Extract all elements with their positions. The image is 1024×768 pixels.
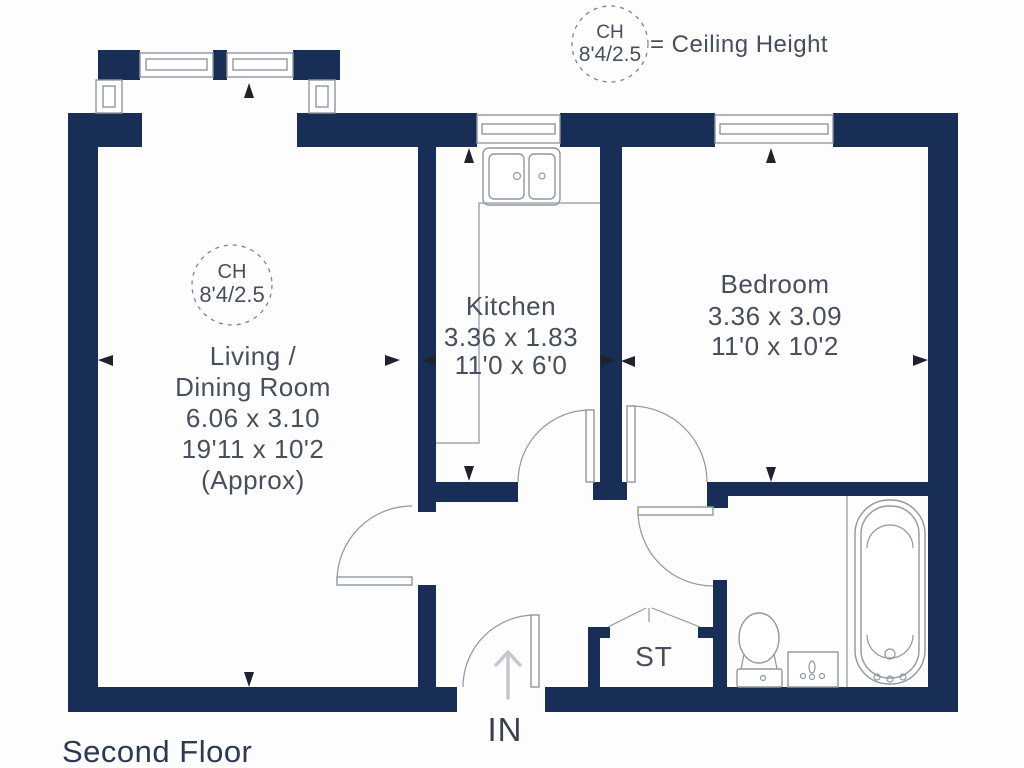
bathroom-sink — [787, 651, 839, 688]
living-dim-imperial: 19'11 x 10'2 — [182, 434, 325, 464]
living-name-line2: Dining Room — [175, 372, 331, 402]
kitchen-counter — [436, 202, 600, 444]
kitchen-door — [517, 409, 595, 483]
wall-st-left — [588, 627, 600, 687]
legend-label: = Ceiling Height — [650, 31, 828, 58]
dim-arrow-right-living — [385, 355, 400, 366]
bay-window-left — [139, 52, 214, 78]
wall-living-hall-stub — [418, 502, 436, 512]
dim-arrow-up-living — [244, 83, 254, 98]
bathtub — [854, 499, 926, 685]
bottom-wall-right — [545, 687, 958, 712]
kitchen-name: Kitchen — [466, 291, 556, 321]
bay-pier-left — [98, 50, 140, 80]
legend-dashed-circle — [571, 5, 649, 83]
bay-side-window-right — [308, 79, 336, 114]
right-wall — [928, 113, 958, 712]
st-jamb-left — [588, 627, 610, 638]
bay-side-window-left — [95, 79, 123, 114]
living-name-line1: Living / — [210, 341, 297, 371]
bay-window-right — [226, 52, 294, 78]
dim-arrow-up-kitchen — [464, 148, 474, 163]
wall-living-kitchen — [418, 147, 436, 482]
bay-pier-right — [293, 50, 340, 80]
entrance-door — [462, 614, 540, 688]
dim-arrow-left-living — [98, 355, 113, 366]
wall-bedroom-bottom-step — [707, 482, 728, 508]
living-approx: (Approx) — [201, 465, 305, 495]
wall-kitchen-bottom — [418, 482, 518, 502]
bedroom-dim-imperial: 11'0 x 10'2 — [711, 331, 839, 361]
dim-arrow-up-bedroom — [766, 148, 776, 163]
living-room-label: Living / Dining Room 6.06 x 3.10 19'11 x… — [175, 341, 331, 495]
doors — [336, 405, 714, 688]
dim-arrow-right-bedroom — [913, 355, 928, 366]
entrance-direction-arrow — [494, 650, 522, 700]
bedroom-door — [626, 405, 708, 483]
kitchen-dim-metric: 3.36 x 1.83 — [444, 322, 578, 352]
dim-arrow-down-bedroom — [766, 467, 776, 482]
toilet — [736, 612, 783, 688]
kitchen-label: Kitchen 3.36 x 1.83 11'0 x 6'0 — [444, 291, 578, 380]
storage-label: ST — [635, 641, 673, 672]
legend-ch-value: 8'4/2.5 — [579, 43, 641, 66]
left-wall — [68, 113, 98, 712]
bay-mullion — [213, 50, 227, 80]
entrance-label: IN — [488, 711, 523, 748]
dimension-arrows — [98, 83, 928, 687]
bedroom-label: Bedroom 3.36 x 3.09 11'0 x 10'2 — [708, 269, 842, 361]
wall-divider-foot — [593, 482, 627, 500]
st-jamb-right — [698, 627, 713, 638]
bottom-wall-left — [68, 687, 457, 712]
floor-title: Second Floor — [62, 734, 252, 768]
top-wall-left-corner — [68, 113, 142, 147]
bedroom-window — [714, 114, 834, 144]
wall-kitchen-bedroom — [600, 147, 622, 482]
living-ch-value: 8'4/2.5 — [199, 282, 264, 307]
dim-arrow-right-kitchen — [601, 355, 616, 366]
bathroom-door — [637, 506, 714, 587]
living-ch-circle — [191, 244, 273, 326]
wall-living-hall-lower — [418, 585, 436, 687]
kitchen-dim-imperial: 11'0 x 6'0 — [455, 350, 568, 380]
dim-arrow-down-living — [244, 672, 254, 687]
bedroom-name: Bedroom — [721, 269, 830, 299]
living-ch-abbr: CH — [218, 261, 247, 283]
wall-bathroom-left — [713, 580, 727, 687]
windows — [95, 52, 834, 144]
legend-ch-abbr: CH — [596, 22, 623, 43]
dim-arrow-left-bedroom — [621, 356, 635, 367]
kitchen-sink — [482, 147, 561, 206]
kitchen-window — [476, 114, 561, 144]
labels: CH 8'4/2.5 = Ceiling Height CH 8'4/2.5 L… — [62, 5, 842, 768]
walls — [68, 50, 958, 712]
living-dim-metric: 6.06 x 3.10 — [186, 403, 320, 433]
ceiling-height-legend: CH 8'4/2.5 = Ceiling Height — [571, 5, 828, 83]
living-room-door — [336, 505, 413, 586]
dim-arrow-left-kitchen — [421, 355, 436, 366]
dim-arrow-down-kitchen — [464, 466, 474, 481]
living-ch-marker: CH 8'4/2.5 — [191, 244, 273, 326]
top-wall-right-corner — [833, 113, 958, 147]
bedroom-dim-metric: 3.36 x 3.09 — [708, 301, 842, 331]
top-wall-living-kitchen — [297, 113, 477, 147]
top-wall-kitchen-bedroom — [560, 113, 715, 147]
fixtures — [436, 147, 926, 688]
wall-bedroom-bottom — [707, 482, 928, 496]
st-bifold-door — [607, 607, 701, 628]
